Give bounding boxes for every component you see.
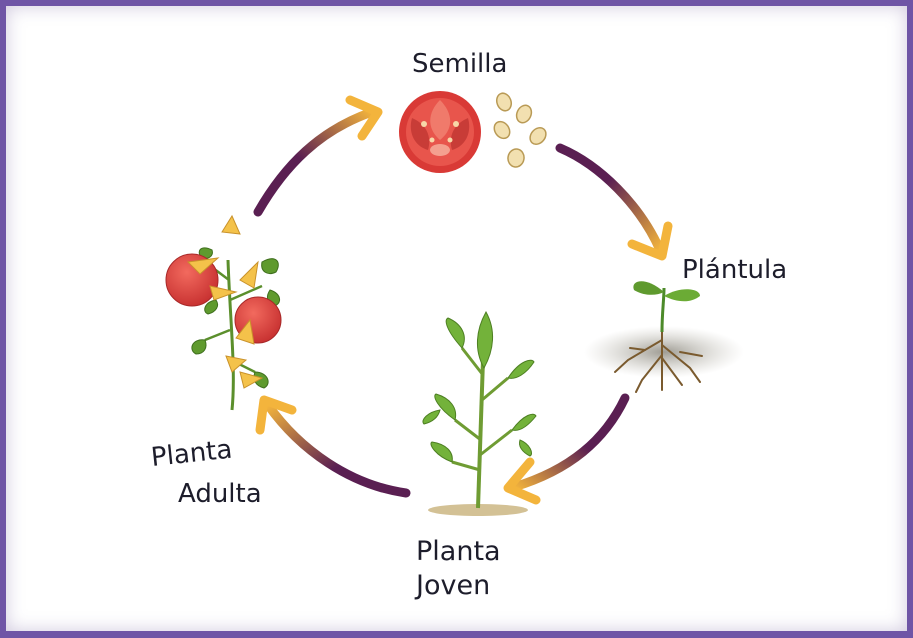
seedling-icon bbox=[584, 281, 744, 392]
cycle-arrow-seed-to-seedling bbox=[560, 148, 668, 256]
label-adult-line1: Planta bbox=[150, 435, 234, 473]
tomato-slice-icon bbox=[399, 91, 481, 173]
label-young-line1: Planta bbox=[416, 536, 501, 567]
label-adult-line2: Adulta bbox=[178, 479, 262, 509]
seeds-icon bbox=[491, 91, 549, 168]
adult-tomato-plant-icon bbox=[166, 216, 281, 410]
cycle-arrow-young-to-adult bbox=[260, 400, 406, 493]
label-seedling: Plántula bbox=[682, 255, 787, 285]
label-young-line2: Joven bbox=[414, 570, 490, 601]
cycle-arrow-adult-to-seed bbox=[258, 100, 378, 212]
label-seed: Semilla bbox=[412, 49, 507, 79]
